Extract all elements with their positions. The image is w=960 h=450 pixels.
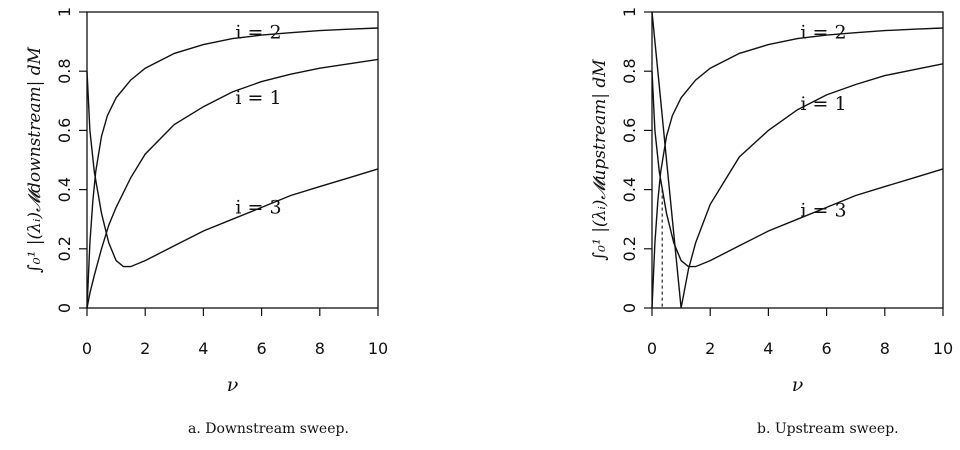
y-tick-label: 0 (55, 303, 74, 313)
series-label: i = 3 (800, 199, 846, 221)
x-tick-label: 2 (140, 339, 150, 358)
series-label: i = 1 (800, 93, 846, 115)
x-tick-label: 8 (315, 339, 325, 358)
plot-frame (86, 11, 379, 309)
series-label: i = 3 (235, 196, 281, 218)
y-axis-label: ∫₀¹ |(λᵢ)𝓜downstream| dM (25, 46, 45, 273)
y-tick-label: 0.4 (55, 177, 74, 202)
y-tick-label: 0.6 (55, 118, 74, 143)
series-line-3 (86, 71, 379, 268)
x-tick-label: 10 (368, 339, 388, 358)
y-tick-label: 1 (620, 7, 639, 17)
x-tick-label: 0 (647, 339, 657, 358)
x-tick-label: 6 (257, 339, 267, 358)
x-tick-label: 10 (933, 339, 953, 358)
y-tick-label: 0.2 (55, 236, 74, 261)
y-tick-label: 0.8 (620, 58, 639, 83)
y-tick-label: 1 (55, 7, 74, 17)
series-line-3 (651, 71, 944, 268)
x-tick-label: 2 (705, 339, 715, 358)
plot-frame (651, 11, 944, 309)
series-line-2 (651, 11, 944, 309)
chart-panel-2: 0 2 4 6 8 10 0 0.2 0.4 0.6 0.8 1 i = 2 i = 1 i = 3 ν ∫₀¹… (590, 7, 953, 437)
chart-panel-1: 0 2 4 6 8 10 0 0.2 0.4 0.6 0.8 1 i = 2 i = 1 i = 3 ν ∫₀¹… (25, 7, 388, 437)
x-tick-label: 6 (822, 339, 832, 358)
y-axis-label: ∫₀¹ |(λᵢ)𝓜upstream| dM (590, 59, 610, 261)
y-tick-label: 0.8 (55, 58, 74, 83)
panel-caption: a. Downstream sweep. (188, 421, 349, 437)
x-tick-label: 8 (880, 339, 890, 358)
series-line-1 (651, 27, 944, 309)
series-line-1 (86, 27, 379, 309)
x-axis-label: ν (792, 374, 804, 396)
panel-caption: b. Upstream sweep. (757, 421, 899, 437)
x-tick-label: 0 (82, 339, 92, 358)
series-label: i = 2 (800, 22, 846, 44)
series-line-2 (86, 58, 379, 309)
y-tick-label: 0.4 (620, 177, 639, 202)
y-tick-label: 0.6 (620, 118, 639, 143)
x-tick-label: 4 (198, 339, 208, 358)
series-label: i = 1 (235, 87, 281, 109)
series-label: i = 2 (235, 22, 281, 44)
x-axis-label: ν (227, 374, 239, 396)
y-tick-label: 0 (620, 303, 639, 313)
x-tick-label: 4 (763, 339, 773, 358)
y-tick-label: 0.2 (620, 236, 639, 261)
